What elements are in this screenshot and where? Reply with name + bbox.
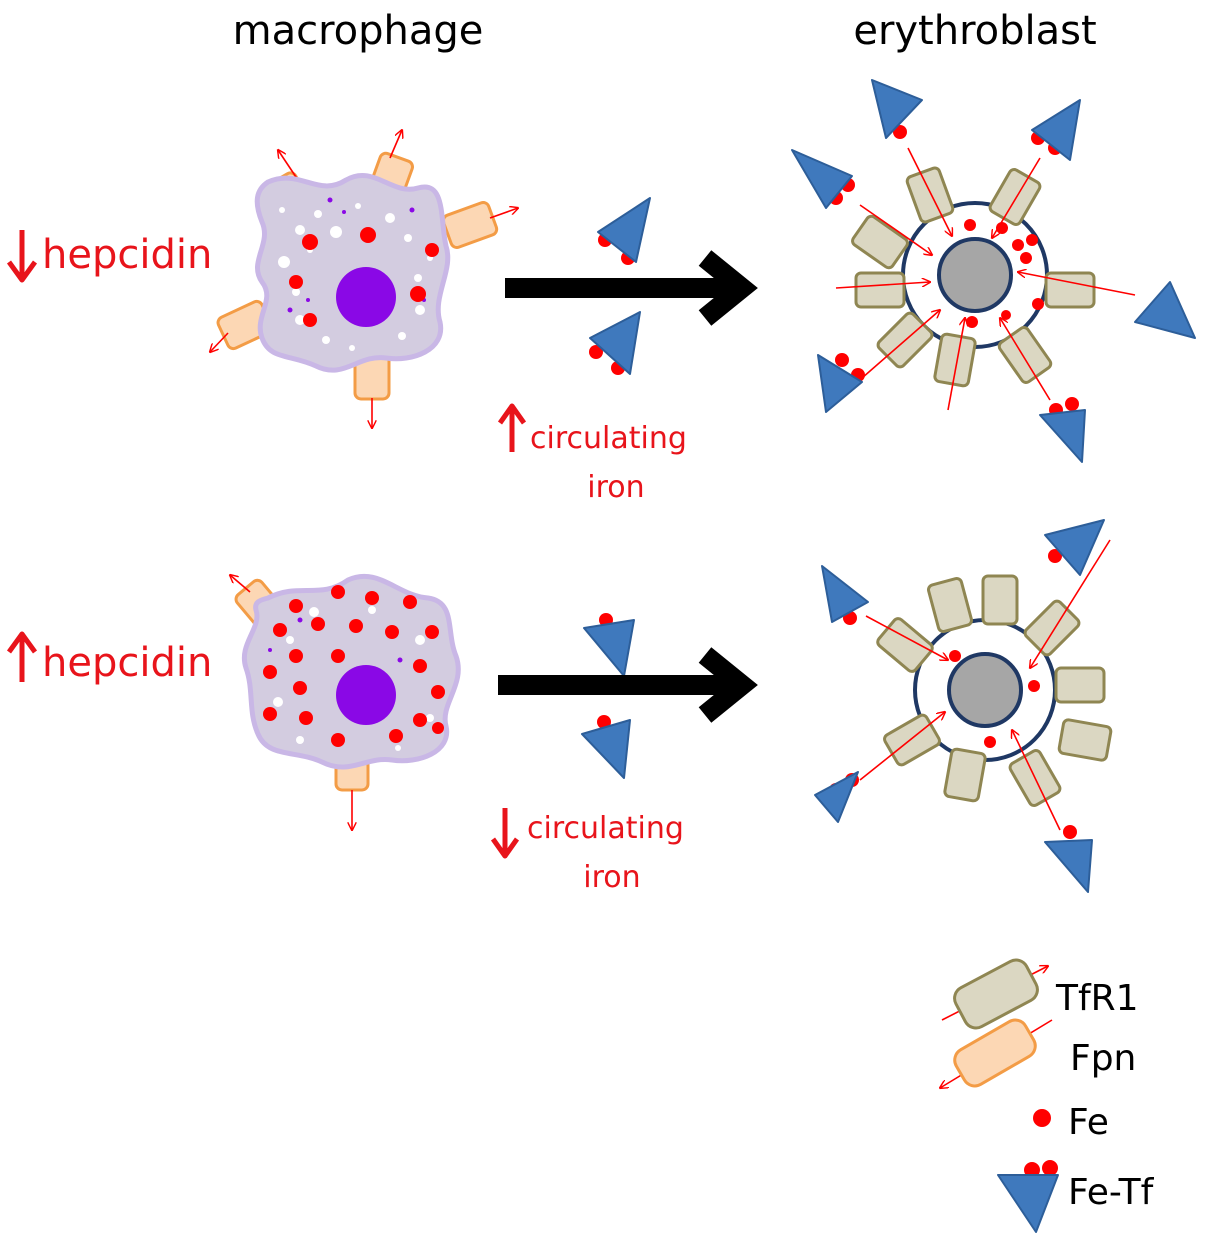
fe-tf-circulating-1 bbox=[597, 197, 651, 265]
uptake-arrows-2 bbox=[859, 539, 1111, 831]
hepcidin-label-low: hepcidin bbox=[42, 232, 212, 278]
purple-granules-2 bbox=[268, 617, 403, 663]
circulating-label-2a: circulating bbox=[527, 811, 684, 846]
erythroblast-iron-2 bbox=[949, 650, 1040, 748]
scenario-high-hepcidin: hepcidin bbox=[6, 519, 1113, 895]
fe-tf-circulating-3 bbox=[583, 613, 635, 677]
circulating-down-arrow-icon bbox=[490, 808, 520, 859]
legend-fe-tf-icon bbox=[997, 1160, 1059, 1233]
macrophage-nucleus bbox=[336, 267, 396, 327]
scenario-low-hepcidin: hepcidin bbox=[6, 79, 1196, 505]
erythroblast-iron-1 bbox=[964, 219, 1044, 328]
flow-arrow-2 bbox=[498, 647, 758, 723]
legend-fe-icon bbox=[1033, 1109, 1051, 1127]
circulating-label-2b: iron bbox=[583, 860, 640, 895]
legend-fe-tf-label: Fe-Tf bbox=[1068, 1172, 1155, 1213]
legend-fe-label: Fe bbox=[1068, 1102, 1109, 1143]
fe-tf-bound-2 bbox=[814, 519, 1105, 893]
legend-fpn-label: Fpn bbox=[1070, 1038, 1136, 1079]
macrophage-header: macrophage bbox=[233, 8, 484, 54]
legend: TfR1 Fpn Fe Fe-Tf bbox=[940, 958, 1155, 1233]
fe-tf-circulating-4 bbox=[581, 715, 631, 779]
legend-tfr1-icon bbox=[941, 958, 1048, 1030]
iron-particles-2 bbox=[263, 585, 445, 747]
purple-granules bbox=[287, 197, 426, 313]
flow-arrow-1 bbox=[505, 250, 758, 326]
hepcidin-label-high: hepcidin bbox=[42, 640, 212, 686]
hepcidin-up-arrow-icon bbox=[6, 631, 38, 682]
vesicles-2 bbox=[273, 606, 434, 751]
erythroblast-header: erythroblast bbox=[853, 8, 1096, 54]
circulating-up-arrow-icon bbox=[497, 403, 527, 452]
iron-particles bbox=[289, 227, 439, 327]
fe-tf-bound-1 bbox=[791, 79, 1196, 463]
fe-tf-circulating-2 bbox=[589, 311, 641, 375]
hepcidin-down-arrow-icon bbox=[6, 230, 38, 283]
uptake-arrows-1 bbox=[835, 147, 1136, 411]
legend-fpn-icon bbox=[940, 1018, 1053, 1091]
macrophage-nucleus-2 bbox=[336, 665, 396, 725]
circulating-label-1a: circulating bbox=[530, 421, 687, 456]
circulating-label-1b: iron bbox=[587, 470, 644, 505]
legend-tfr1-label: TfR1 bbox=[1055, 978, 1139, 1019]
